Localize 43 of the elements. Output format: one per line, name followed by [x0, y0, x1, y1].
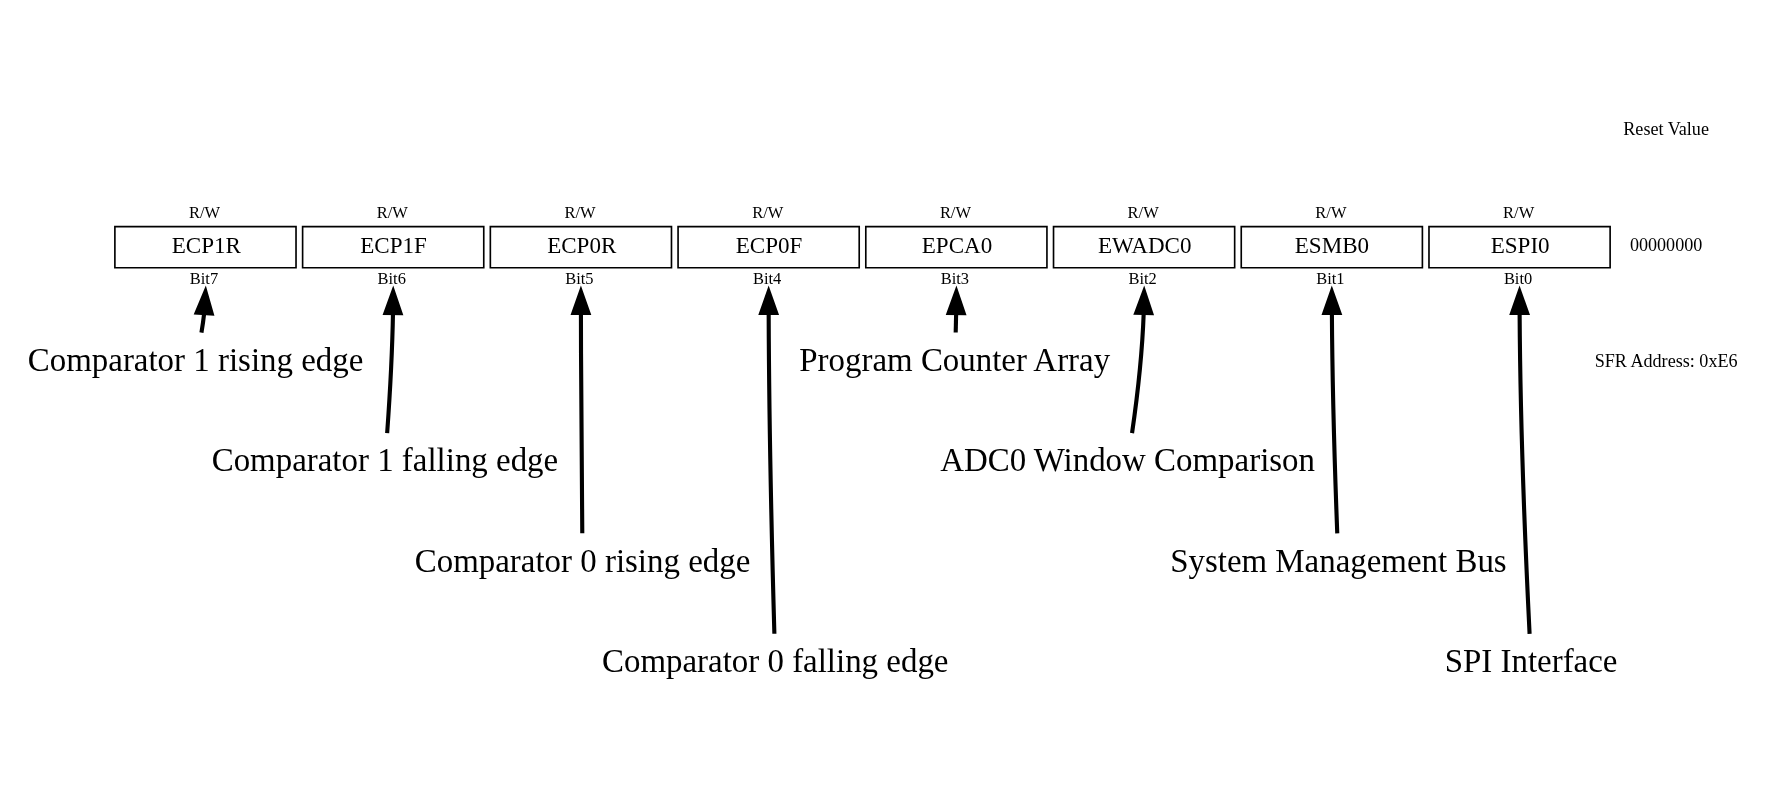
- node-box: ESMB0: [1240, 225, 1424, 269]
- node-label: Bit6: [377, 268, 406, 288]
- arrow: [758, 284, 780, 634]
- node-text: System Management Bus: [1170, 542, 1507, 579]
- node-box: EPCA0: [864, 225, 1048, 269]
- node-label: R/W: [188, 202, 221, 222]
- node-box: ECP0F: [677, 225, 861, 269]
- node-label: Bit0: [1503, 268, 1533, 288]
- node-text: Program Counter Array: [799, 341, 1111, 378]
- arrow: [1509, 284, 1532, 634]
- node-label: Bit1: [1316, 268, 1345, 288]
- node-label: Bit7: [189, 268, 219, 288]
- node-text: Comparator 1 falling edge: [211, 441, 559, 478]
- node-label: Bit5: [565, 268, 594, 288]
- node-label: R/W: [1315, 202, 1347, 222]
- label: Reset Value: [1623, 118, 1709, 139]
- node-box: ECP1F: [301, 225, 485, 269]
- node-label: R/W: [1503, 202, 1535, 222]
- node-box: ECP1R: [114, 225, 297, 269]
- node-box: EWADC0: [1052, 225, 1236, 269]
- node-label: Bit4: [753, 268, 782, 288]
- node-label: R/W: [939, 202, 971, 222]
- node-label: R/W: [564, 202, 596, 222]
- node-label: Bit2: [1128, 268, 1157, 288]
- arrow: [1130, 284, 1155, 433]
- node-label: R/W: [376, 202, 408, 222]
- node-label: Bit3: [940, 268, 970, 288]
- label: 00000000: [1629, 234, 1703, 255]
- node-box: ECP0R: [489, 225, 673, 269]
- node-text: ADC0 Window Comparison: [940, 441, 1316, 478]
- arrow: [945, 284, 967, 333]
- node-text: Comparator 0 rising edge: [414, 542, 751, 579]
- node-label: R/W: [752, 202, 784, 222]
- arrow: [193, 284, 215, 333]
- node-text: Comparator 0 falling edge: [601, 642, 949, 679]
- arrow: [382, 284, 404, 433]
- node-label: R/W: [1127, 202, 1159, 222]
- label: SFR Address: 0xE6: [1594, 350, 1738, 371]
- arrow: [570, 284, 592, 533]
- arrow: [1321, 284, 1343, 533]
- node-box: ESPI0: [1428, 225, 1611, 269]
- node-text: Comparator 1 rising edge: [27, 341, 364, 378]
- node-text: SPI Interface: [1444, 642, 1618, 679]
